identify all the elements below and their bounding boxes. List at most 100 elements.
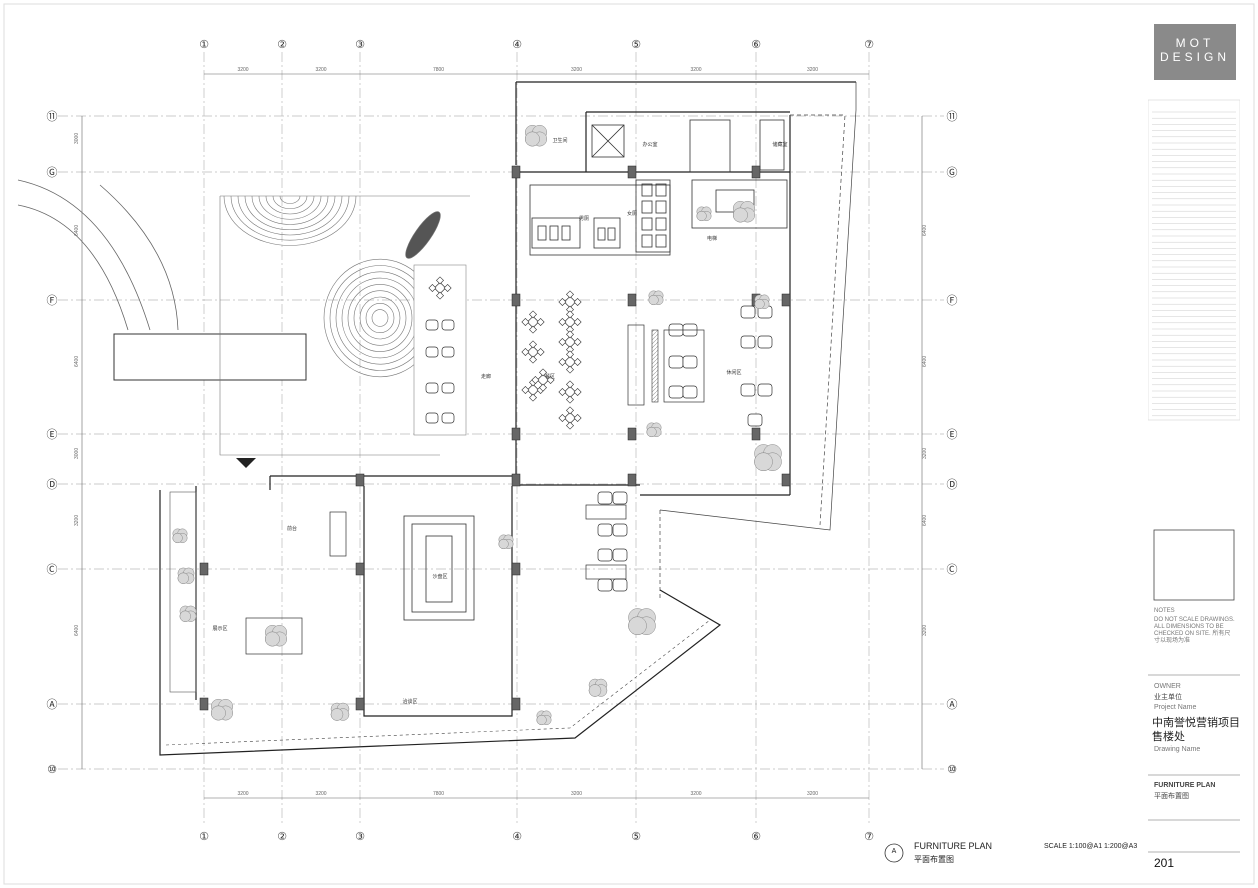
reception-desk — [245, 617, 303, 655]
chair — [436, 291, 444, 300]
company-logo: MOT DESIGN — [1154, 24, 1236, 80]
grid-col-label: ⑤ — [631, 830, 641, 843]
lounge-chair — [757, 383, 773, 397]
dim-bottom-label: 3200 — [690, 791, 701, 797]
table — [526, 345, 540, 359]
lounge-chair — [668, 385, 684, 399]
dim-top-label: 3200 — [571, 67, 582, 73]
room-label-office: 办公室 — [642, 141, 657, 148]
toilet-stall — [655, 234, 667, 248]
chair — [443, 284, 452, 292]
table — [536, 373, 550, 387]
column — [627, 293, 637, 307]
landscape-arcs — [17, 179, 179, 331]
grid-col-label: ⑦ — [864, 38, 874, 51]
room-label-men: 男厕 — [579, 216, 589, 222]
room-label-storage: 储藏室 — [772, 141, 787, 148]
chair — [566, 305, 574, 314]
negotiation-chair — [612, 523, 628, 537]
chair — [566, 380, 574, 389]
chair — [566, 345, 574, 354]
lounge-chair — [757, 335, 773, 349]
column — [511, 427, 521, 441]
chair — [539, 383, 547, 392]
tree-canopy — [588, 684, 602, 697]
grid-row-label: Ⓖ — [947, 166, 958, 179]
grid-row-label: Ⓖ — [47, 166, 58, 179]
tree-canopy — [732, 207, 748, 223]
chair — [566, 406, 574, 415]
toilet — [597, 227, 606, 241]
armchair — [441, 412, 455, 424]
tree-canopy — [524, 131, 540, 147]
table — [526, 315, 540, 329]
grid-row-label: ⑩ — [47, 763, 57, 776]
drawing-label: Drawing Name — [1154, 746, 1201, 753]
lounge-chair — [682, 355, 698, 369]
sheet-number: 201 — [1154, 856, 1175, 870]
dim-top-label: 7800 — [433, 67, 444, 73]
chair — [536, 348, 545, 356]
project-name-2: 售楼处 — [1152, 731, 1185, 743]
caption-scale: SCALE 1:100@A1 1:200@A3 — [1044, 843, 1138, 850]
tree-canopy — [536, 714, 547, 726]
dim-left-label: 6400 — [74, 625, 80, 636]
grid-row-label: Ⓐ — [947, 698, 958, 711]
dim-top-label: 3200 — [807, 67, 818, 73]
dim-right-label: 3200 — [922, 448, 928, 459]
chair — [531, 376, 540, 384]
grid-col-label: ② — [277, 38, 287, 51]
chair — [558, 338, 567, 346]
lounge-chair — [682, 385, 698, 399]
column — [511, 697, 521, 711]
canopy — [113, 333, 307, 381]
chair — [573, 318, 582, 326]
chair — [539, 368, 547, 377]
toilet-stall — [655, 200, 667, 214]
negotiation-chair — [597, 548, 613, 562]
grid-row-label: Ⓕ — [47, 294, 58, 307]
chair — [558, 358, 567, 366]
room-label-lounge: 休闲区 — [726, 369, 741, 376]
dim-bottom-label: 3200 — [315, 791, 326, 797]
toilet-stall — [641, 183, 653, 197]
lounge-chair — [740, 305, 756, 319]
room-label-cafe: 餐区 — [545, 373, 555, 380]
caption-title-en: FURNITURE PLAN — [914, 841, 993, 851]
column — [199, 697, 209, 711]
lounge-chair — [740, 383, 756, 397]
dim-bottom-label: 3200 — [237, 791, 248, 797]
grid-row-label: Ⓕ — [947, 294, 958, 307]
negotiation-table — [585, 504, 627, 520]
columns — [199, 165, 791, 711]
negotiation-chair — [612, 548, 628, 562]
grid-row-label: Ⓐ — [47, 698, 58, 711]
dim-right-label: 6400 — [922, 356, 928, 367]
owner-label: OWNER — [1154, 683, 1181, 690]
dim-right-label: 6400 — [922, 515, 928, 526]
title-block-lines — [1148, 99, 1240, 853]
dim-left-label: 3200 — [74, 515, 80, 526]
tree-canopy — [177, 572, 189, 584]
negotiation-table — [585, 564, 627, 580]
toilet-stall — [641, 234, 653, 248]
drawing-name-en: FURNITURE PLAN — [1154, 782, 1216, 789]
chair — [566, 325, 574, 334]
room-label-corridor: 走廊 — [481, 373, 491, 380]
toilet-stall — [655, 217, 667, 231]
grid-col-label: ⑥ — [751, 38, 761, 51]
grid-col-label: ④ — [512, 830, 522, 843]
logo-line-1: MOT — [1175, 36, 1215, 50]
negotiation-chair — [597, 578, 613, 592]
column — [199, 562, 209, 576]
tree-canopy — [754, 298, 765, 310]
table — [563, 411, 577, 425]
title-block: MOT DESIGN NOTES DO NOT SCALE DRAWINGS. … — [1148, 20, 1240, 872]
dim-bottom-label: 3200 — [571, 791, 582, 797]
room-labels: 卫生间办公室储藏室女厕男厕电梯餐区休闲区走廊前台展示区沙盘区洽谈区 — [212, 137, 787, 705]
armchair — [441, 319, 455, 331]
chair — [573, 388, 582, 396]
column — [511, 562, 521, 576]
restroom-block — [529, 179, 671, 256]
